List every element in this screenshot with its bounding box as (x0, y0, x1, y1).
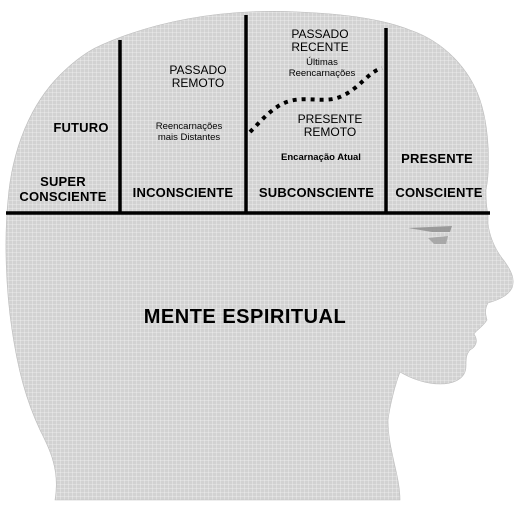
label-consciente: CONSCIENTE (395, 185, 483, 200)
label-super-consciente: SUPER CONSCIENTE (19, 174, 107, 204)
label-presente-remoto: PRESENTE REMOTO (297, 112, 363, 140)
eye-mark-icon (428, 236, 448, 244)
label-ultimas-reencarnacoes: Últimas Reencarnações (288, 57, 356, 79)
label-passado-recente: PASSADO RECENTE (291, 27, 349, 55)
label-subconsciente: SUBCONSCIENTE (258, 185, 375, 200)
label-mente-espiritual: MENTE ESPIRITUAL (143, 306, 347, 328)
head-silhouette-icon (5, 11, 514, 501)
label-futuro: FUTURO (53, 120, 109, 135)
label-presente: PRESENTE (401, 151, 473, 166)
label-encarnacao-atual: Encarnação Atual (281, 152, 361, 163)
eyebrow-mark-icon (408, 226, 452, 232)
label-reencarnacoes-distantes: Reencarnações mais Distantes (155, 121, 223, 143)
label-inconsciente: INCONSCIENTE (132, 185, 234, 200)
label-passado-remoto: PASSADO REMOTO (169, 63, 227, 91)
